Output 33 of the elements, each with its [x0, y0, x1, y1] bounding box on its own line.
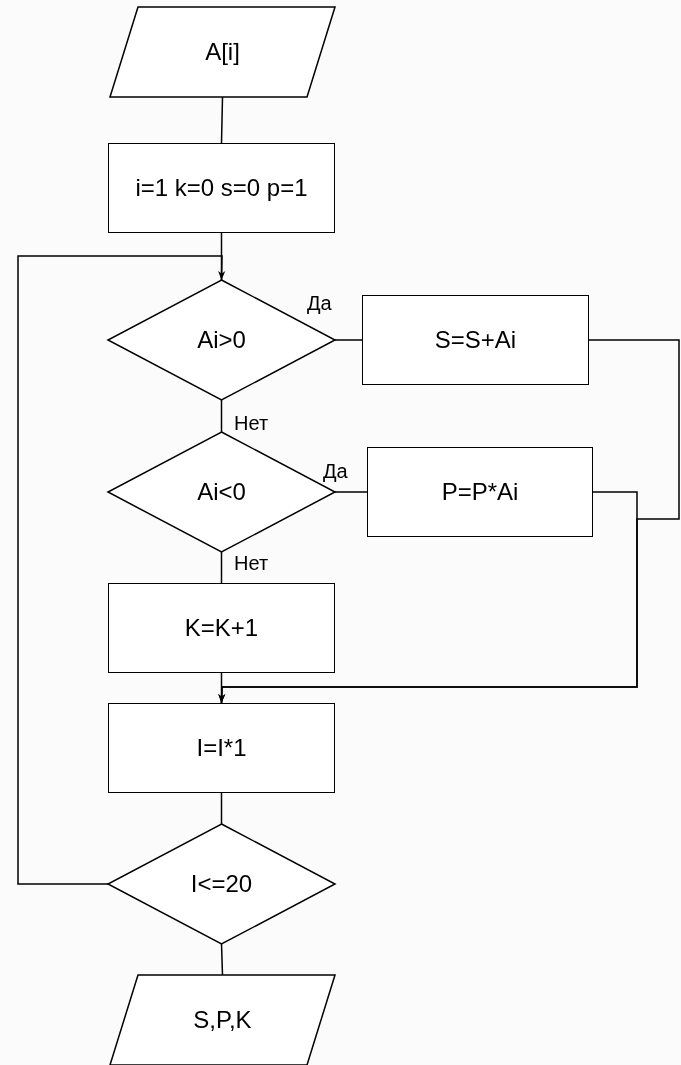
process-box — [108, 703, 335, 793]
node-text: I<=20 — [189, 868, 254, 899]
connector-line — [334, 339, 363, 341]
node-text: A[i] — [204, 36, 241, 67]
node-text: P=P*Ai — [440, 476, 520, 507]
node-text: S=S+Ai — [433, 324, 518, 355]
io-parallelogram — [110, 7, 335, 97]
connector-line — [220, 399, 223, 433]
process-box — [108, 143, 335, 233]
arrow — [218, 491, 638, 704]
connector-line — [220, 672, 223, 704]
decision-diamond — [108, 824, 335, 944]
node-text: S,P,K — [192, 1004, 253, 1035]
connector-line — [334, 491, 368, 493]
process-box — [362, 295, 589, 385]
process-box — [367, 447, 593, 537]
edge-label: Да — [322, 461, 349, 481]
arrow — [17, 255, 226, 885]
node-text: I=I*1 — [195, 732, 248, 763]
node-text: Ai>0 — [196, 324, 247, 355]
edge-label: Нет — [233, 413, 270, 433]
node-text: i=1 k=0 s=0 p=1 — [134, 172, 309, 203]
io-parallelogram — [110, 975, 335, 1065]
connector-line — [220, 96, 224, 144]
connector-line — [220, 551, 223, 584]
decision-diamond — [108, 280, 335, 400]
edge-label: Нет — [233, 553, 270, 573]
edge-label: Да — [306, 293, 333, 313]
connector-line — [220, 792, 223, 825]
node-text: K=K+1 — [183, 612, 260, 643]
process-box — [108, 583, 335, 673]
connector-line — [220, 943, 224, 976]
node-text: Ai<0 — [196, 476, 247, 507]
